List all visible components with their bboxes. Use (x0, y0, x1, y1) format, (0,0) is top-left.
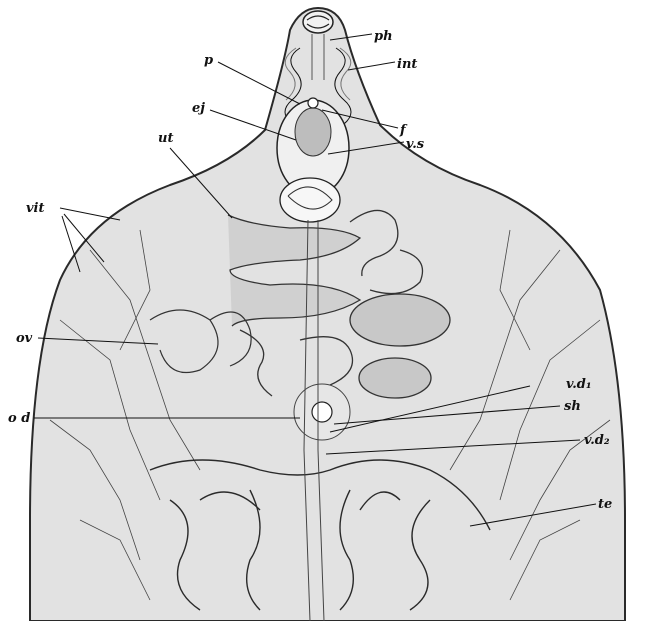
svg-text:te: te (598, 497, 612, 512)
svg-text:ut: ut (158, 131, 173, 146)
label-int: int (348, 57, 417, 72)
svg-text:ov: ov (16, 331, 33, 346)
svg-text:v.d₂: v.d₂ (584, 433, 610, 448)
svg-text:o d: o d (8, 411, 30, 426)
svg-text:sh: sh (564, 399, 581, 414)
svg-text:p: p (204, 53, 213, 68)
svg-text:ej: ej (192, 101, 205, 116)
svg-text:vit: vit (26, 201, 45, 216)
shell-gland (294, 384, 350, 440)
svg-text:ph: ph (374, 29, 393, 44)
body-outline (30, 8, 625, 621)
cirrus-sac (277, 98, 349, 222)
svg-text:f: f (399, 123, 408, 138)
svg-text:int: int (397, 57, 417, 72)
svg-text:v.d₁: v.d₁ (566, 377, 592, 392)
svg-text:v.s: v.s (406, 137, 425, 152)
